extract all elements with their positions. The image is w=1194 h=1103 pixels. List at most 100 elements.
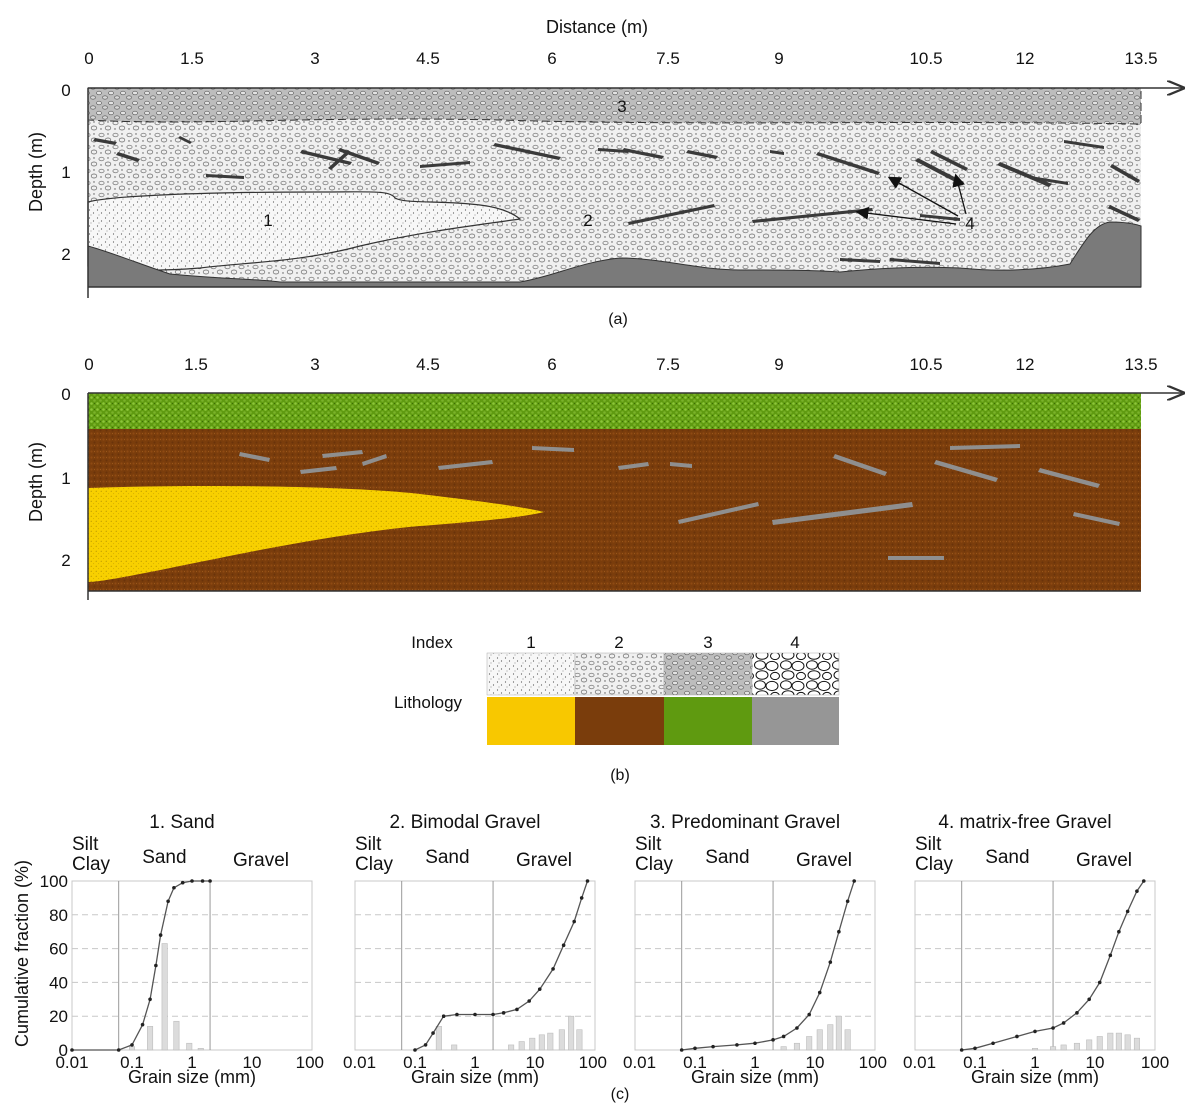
chart-title: 1. Sand (149, 812, 215, 833)
x-tick: 0 (84, 355, 93, 374)
cumulative-point (693, 1046, 697, 1051)
legend: Index Lithology 1 2 3 4 (b) (394, 633, 840, 784)
y-tick-label: 40 (49, 973, 68, 992)
cumulative-point (455, 1012, 459, 1017)
cumulative-point (1108, 953, 1113, 958)
cumulative-point (431, 1031, 435, 1035)
cumulative-point (579, 896, 584, 900)
legend-index-4: 4 (790, 633, 799, 652)
x-tick: 6 (547, 355, 556, 374)
class-label-gravel: Gravel (516, 850, 572, 871)
histogram-bar (435, 1026, 442, 1051)
y-axis-label: Cumulative fraction (%) (12, 860, 32, 1047)
x-tick-label: 10 (526, 1053, 545, 1072)
cumulative-point (515, 1007, 519, 1012)
histogram-bar (518, 1041, 525, 1051)
x-axis-label: Grain size (mm) (971, 1067, 1099, 1087)
unit-4-arrows (855, 173, 967, 225)
unit-label-3: 3 (617, 97, 626, 116)
cumulative-point (200, 879, 205, 883)
section-b: 0 1.5 3 4.5 6 7.5 9 10.5 12 13.5 Depth (… (26, 355, 1182, 600)
x-tick-label: 0.1 (963, 1053, 987, 1072)
x-tick-label: 0.1 (120, 1053, 144, 1072)
lithology-green-top (88, 393, 1141, 429)
x-tick-label: 10 (1086, 1053, 1105, 1072)
cumulative-point (753, 1041, 757, 1046)
x-tick-label: 1 (750, 1053, 759, 1072)
cumulative-point (116, 1048, 121, 1052)
cumulative-curve (414, 880, 589, 1051)
cumulative-point (852, 879, 856, 883)
section-a-x-ticks: 0 1.5 3 4.5 6 7.5 9 10.5 12 13.5 (84, 49, 1157, 68)
x-tick: 12 (1016, 49, 1035, 68)
x-tick: 13.5 (1124, 49, 1157, 68)
cumulative-point (148, 997, 152, 1002)
cumulative-point (413, 1048, 417, 1052)
x-tick: 9 (774, 49, 783, 68)
legend-lithology-label: Lithology (394, 693, 463, 712)
cumulative-point (140, 1022, 145, 1027)
chart-title: 4. matrix-free Gravel (938, 812, 1111, 833)
cumulative-point (551, 967, 555, 971)
cumulative-point (208, 879, 212, 883)
histogram-bar (1050, 1046, 1057, 1051)
histogram-bar (1032, 1048, 1039, 1051)
class-label-gravel: Gravel (1076, 850, 1132, 871)
x-tick-label: 1 (1030, 1053, 1039, 1072)
x-axis-label: Grain size (mm) (128, 1067, 256, 1087)
caption-c: (c) (611, 1086, 630, 1103)
cumulative-point (572, 919, 576, 924)
cumulative-point (781, 1034, 786, 1039)
x-tick-label: 1 (470, 1053, 479, 1072)
class-label-gravel: Gravel (233, 850, 289, 871)
legend-pattern-4 (751, 652, 840, 696)
unit-3-predominant-gravel (87, 87, 1142, 125)
cumulative-point (585, 879, 590, 883)
histogram-bar (529, 1037, 536, 1051)
cumulative-point (735, 1043, 739, 1047)
cumulative-point (158, 933, 163, 937)
histogram-bar (844, 1029, 851, 1051)
cumulative-point (1033, 1029, 1037, 1034)
legend-pattern-2 (574, 652, 665, 696)
legend-color-1 (487, 697, 575, 745)
x-tick-label: 100 (1141, 1053, 1169, 1072)
legend-index-label: Index (411, 633, 453, 652)
legend-pattern-3 (663, 652, 753, 696)
cumulative-point (1051, 1026, 1055, 1030)
x-tick-label: 1 (187, 1053, 196, 1072)
cumulative-point (1015, 1034, 1019, 1039)
class-label-sand: Sand (705, 847, 749, 868)
cumulative-curve (681, 880, 855, 1051)
x-tick: 3 (310, 355, 319, 374)
x-tick: 10.5 (909, 49, 942, 68)
histogram-bar (173, 1020, 180, 1051)
plot-frame (914, 880, 1156, 1051)
cumulative-point (795, 1026, 799, 1030)
class-label-gravel: Gravel (796, 850, 852, 871)
plot-frame (71, 880, 313, 1051)
y-tick-label: 80 (49, 906, 68, 925)
basal-bedrock (87, 221, 1142, 288)
histogram-bar (451, 1044, 458, 1051)
depth-axis-label: Depth (m) (26, 132, 46, 212)
x-tick: 12 (1016, 355, 1035, 374)
cumulative-point (130, 1043, 134, 1047)
section-b-x-ticks: 0 1.5 3 4.5 6 7.5 9 10.5 12 13.5 (84, 355, 1157, 374)
distance-axis-label: Distance (m) (546, 17, 648, 37)
histogram-bar (1107, 1032, 1114, 1051)
x-tick: 13.5 (1124, 355, 1157, 374)
y-tick-label: 20 (49, 1007, 68, 1026)
cumulative-point (180, 880, 185, 885)
x-tick-label: 100 (296, 1053, 324, 1072)
cumulative-point (959, 1048, 964, 1052)
cumulative-point (423, 1043, 428, 1047)
cumulative-point (1135, 889, 1139, 893)
x-tick: 1.5 (180, 49, 204, 68)
x-tick-label: 100 (579, 1053, 607, 1072)
cumulative-point (1061, 1021, 1066, 1025)
cumulative-point (537, 987, 542, 991)
